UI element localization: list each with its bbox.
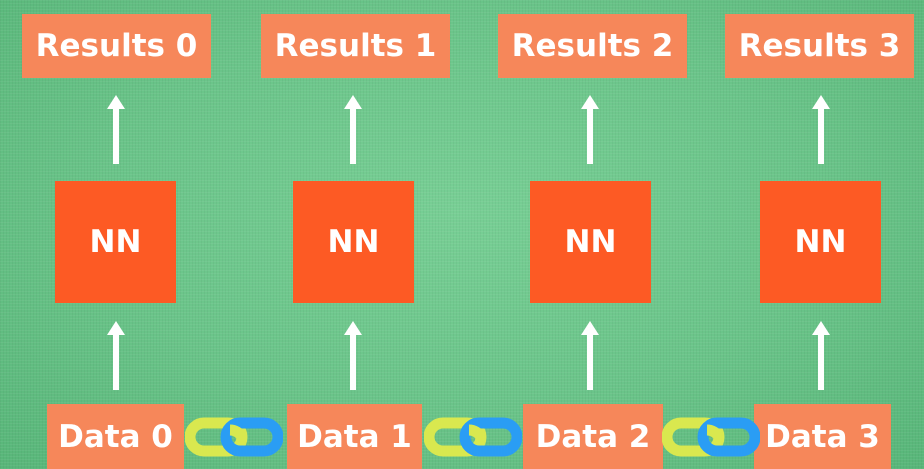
up-arrow-icon — [343, 95, 363, 164]
results-2-label: Results 2 — [498, 14, 687, 78]
up-arrow-icon — [343, 321, 363, 390]
up-arrow-icon — [580, 95, 600, 164]
chain-link-icon — [185, 414, 283, 460]
data-3-label: Data 3 — [754, 404, 891, 469]
results-1-label: Results 1 — [261, 14, 450, 78]
results-3-label: Results 3 — [725, 14, 914, 78]
nn-node-1: NN — [293, 181, 414, 303]
up-arrow-icon — [580, 321, 600, 390]
chain-link-icon — [424, 414, 522, 460]
data-1-label: Data 1 — [287, 404, 422, 469]
nn-node-3: NN — [760, 181, 881, 303]
results-0-label: Results 0 — [22, 14, 211, 78]
up-arrow-icon — [811, 321, 831, 390]
data-2-label: Data 2 — [523, 404, 663, 469]
up-arrow-icon — [106, 95, 126, 164]
up-arrow-icon — [811, 95, 831, 164]
up-arrow-icon — [106, 321, 126, 390]
data-0-label: Data 0 — [47, 404, 184, 469]
chain-link-icon — [662, 414, 760, 460]
nn-node-0: NN — [55, 181, 176, 303]
nn-node-2: NN — [530, 181, 651, 303]
